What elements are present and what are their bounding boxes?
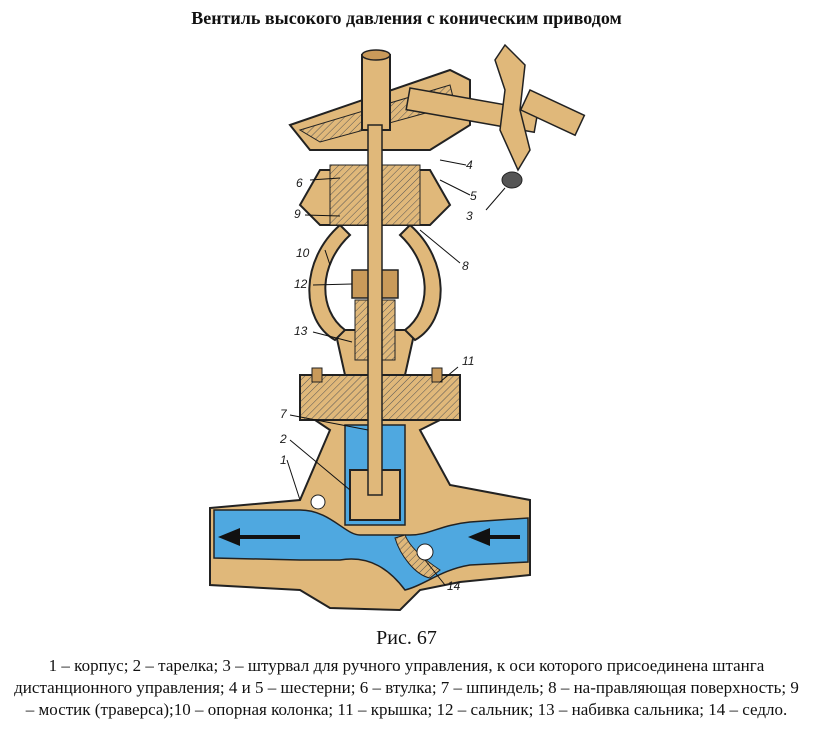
callout-7: 7 — [280, 407, 288, 421]
callout-10: 10 — [296, 246, 310, 260]
callout-11: 11 — [462, 354, 474, 368]
callout-1: 1 — [280, 453, 287, 467]
figure-number: Рис. 67 — [376, 627, 437, 649]
callout-13: 13 — [294, 324, 308, 338]
callout-2: 2 — [279, 432, 287, 446]
flow-arrow-right — [468, 528, 520, 546]
callout-12: 12 — [294, 277, 308, 291]
callout-3: 3 — [466, 209, 473, 223]
callout-14: 14 — [447, 579, 461, 593]
valve-diagram: 4 5 3 6 9 10 8 12 13 11 7 2 1 14 — [209, 43, 586, 612]
callout-6: 6 — [296, 176, 303, 190]
spindle — [367, 124, 383, 496]
callout-4: 4 — [466, 158, 473, 172]
handwheel — [494, 43, 531, 172]
callout-5: 5 — [470, 189, 477, 203]
figure-caption: 1 – корпус; 2 – тарелка; 3 – штурвал для… — [14, 656, 799, 719]
flow-channel — [213, 509, 529, 591]
callout-9: 9 — [294, 207, 301, 221]
figure-title: Вентиль высокого давления с коническим п… — [191, 8, 622, 28]
handwheel-assembly — [405, 43, 586, 189]
flow-arrow-left — [218, 528, 300, 546]
seat — [394, 534, 441, 579]
callout-8: 8 — [462, 259, 469, 273]
